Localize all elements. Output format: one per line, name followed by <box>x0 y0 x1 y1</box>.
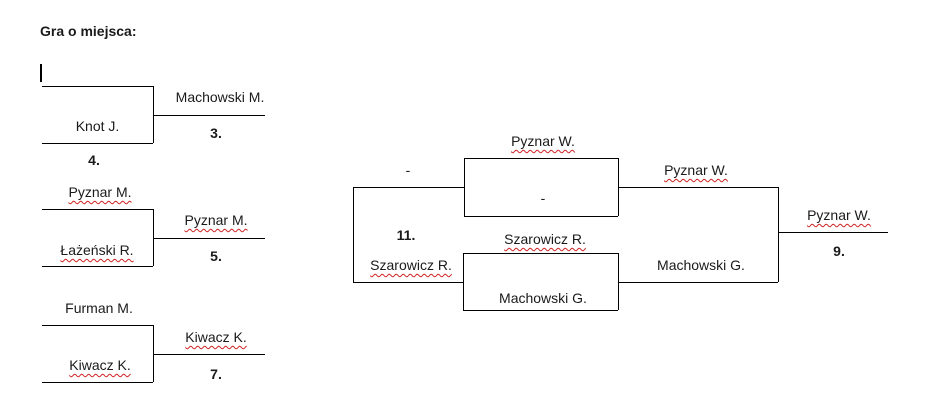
group2-winner-line <box>153 238 265 239</box>
match2-top-player: Szarowicz R. <box>504 231 586 247</box>
bracket-left-bottom-line <box>353 282 463 283</box>
bracket-left-connector <box>353 187 354 282</box>
match1-top-line <box>464 158 618 159</box>
match2-bottom-player: Machowski G. <box>499 290 587 306</box>
match2-bottom-line <box>463 310 618 311</box>
group1-connector <box>153 86 154 143</box>
group3-winner-place: 7. <box>210 366 222 382</box>
final-line <box>778 232 888 233</box>
bracket-left-place: 11. <box>396 227 416 243</box>
group2-winner-place: 5. <box>210 248 222 264</box>
group3-connector <box>153 325 154 382</box>
group3-top-line <box>42 325 153 326</box>
text-cursor <box>40 64 42 82</box>
group2-top-player: Pyznar M. <box>68 184 132 200</box>
semi-connector <box>778 187 779 282</box>
group1-winner: Machowski M. <box>175 89 265 105</box>
group1-bottom-player: Knot J. <box>75 118 120 134</box>
semi-bottom-player: Machowski G. <box>657 257 745 273</box>
group2-bottom-player: Łażeński R. <box>60 242 134 258</box>
group2-bottom-line <box>42 266 153 267</box>
semi-top-line <box>618 187 778 188</box>
bracket-left-bottom-entry: Szarowicz R. <box>370 257 452 273</box>
page-title: Gra o miejsca: <box>40 23 137 39</box>
semi-bottom-line <box>618 282 778 283</box>
group1-winner-line <box>153 115 265 116</box>
group2-top-line <box>42 209 153 210</box>
match1-left-line <box>464 158 465 216</box>
group2-winner: Pyznar M. <box>184 212 248 228</box>
group3-bottom-player: Kiwacz K. <box>69 357 131 373</box>
bracket-left-top-entry: - <box>405 162 411 178</box>
group3-winner-line <box>153 354 265 355</box>
group1-bottom-line <box>42 143 153 144</box>
match2-right-line <box>618 253 619 310</box>
final-place: 9. <box>833 243 845 259</box>
group2-connector <box>153 209 154 266</box>
match2-top-line <box>463 253 618 254</box>
group3-winner: Kiwacz K. <box>185 329 247 345</box>
group3-bottom-line <box>42 382 153 383</box>
match1-top-player: Pyznar W. <box>511 133 575 149</box>
final-winner: Pyznar W. <box>807 207 871 223</box>
bracket-left-top-line <box>353 187 464 188</box>
match1-bottom-player: - <box>540 190 546 206</box>
semi-top-player: Pyznar W. <box>664 162 728 178</box>
group1-top-line <box>42 86 153 87</box>
group1-loser-place: 4. <box>88 152 100 168</box>
group3-top-player: Furman M. <box>65 300 133 316</box>
match1-bottom-line <box>464 216 618 217</box>
group1-winner-place: 3. <box>210 125 222 141</box>
match2-left-line <box>463 253 464 310</box>
